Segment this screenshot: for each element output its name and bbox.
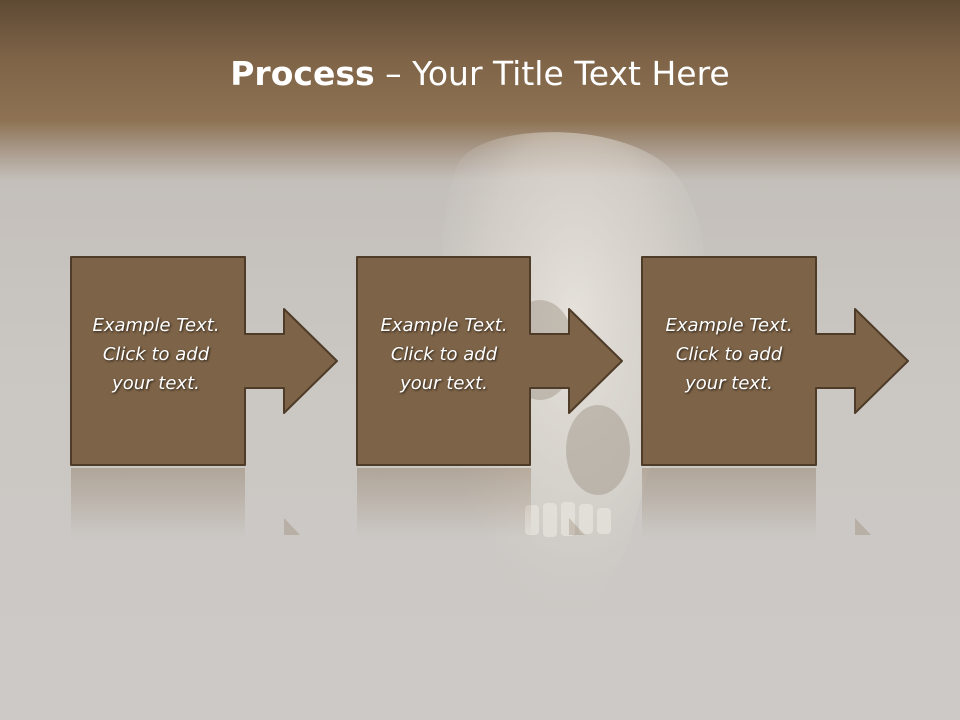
process-step-2[interactable] [356, 256, 623, 466]
step-text-3[interactable]: Example Text. Click to add your text. [644, 294, 814, 414]
step-text-2[interactable]: Example Text. Click to add your text. [359, 294, 529, 414]
step-text-line: Example Text. [380, 314, 508, 336]
step-text-line: your text. [400, 372, 488, 394]
process-step-1[interactable] [70, 256, 338, 466]
step-text-line: your text. [112, 372, 200, 394]
slide-title[interactable]: Process – Your Title Text Here [0, 54, 960, 94]
step-text-1[interactable]: Example Text. Click to add your text. [71, 294, 241, 414]
step-text-line: Example Text. [665, 314, 793, 336]
step-reflections [71, 468, 871, 538]
step-text-line: Example Text. [92, 314, 220, 336]
process-step-3[interactable] [641, 256, 909, 466]
step-text-line: Click to add [102, 343, 210, 365]
title-bold: Process [230, 54, 375, 93]
step-text-line: your text. [685, 372, 773, 394]
title-rest: – Your Title Text Here [374, 54, 730, 93]
step-text-line: Click to add [675, 343, 783, 365]
step-text-line: Click to add [390, 343, 498, 365]
